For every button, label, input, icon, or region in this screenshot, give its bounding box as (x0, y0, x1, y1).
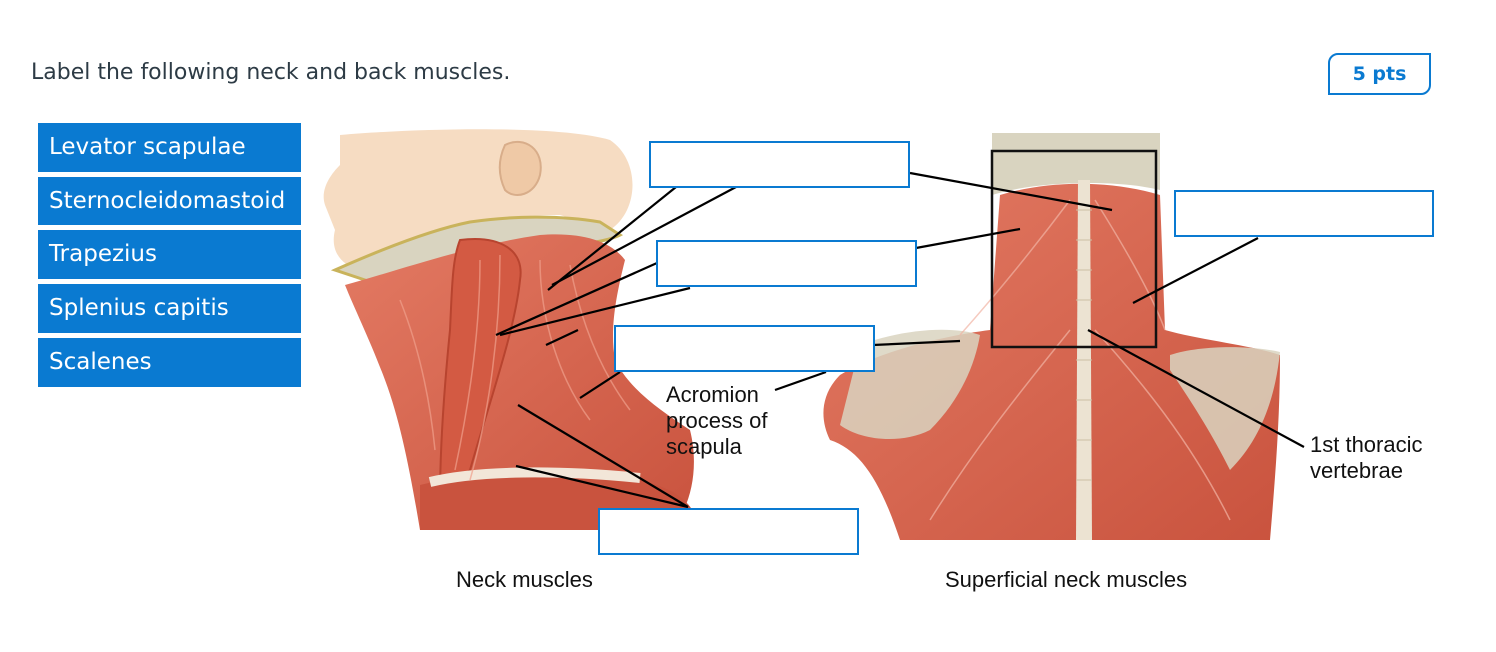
points-badge: 5 pts (1328, 53, 1431, 95)
drop-zone-1[interactable] (649, 141, 910, 188)
thoracic-label-line-1: 1st thoracic (1310, 432, 1423, 457)
leader-lines (495, 171, 1305, 509)
neck-muscles-caption: Neck muscles (456, 567, 593, 592)
thoracic-label-line-2: vertebrae (1310, 458, 1403, 483)
word-bank-item-sternocleidomastoid[interactable]: Sternocleidomastoid (38, 177, 301, 225)
superficial-neck-muscles-figure (823, 133, 1280, 540)
word-bank-item-levator-scapulae[interactable]: Levator scapulae (38, 123, 301, 172)
word-bank-item-splenius-capitis[interactable]: Splenius capitis (38, 284, 301, 333)
drop-zone-3[interactable] (614, 325, 875, 372)
drop-zone-2[interactable] (656, 240, 917, 287)
drop-zone-4[interactable] (598, 508, 859, 555)
word-bank-item-scalenes[interactable]: Scalenes (38, 338, 301, 387)
question-prompt: Label the following neck and back muscle… (31, 60, 511, 85)
superficial-neck-muscles-caption: Superficial neck muscles (945, 567, 1188, 592)
acromion-label-line-3: scapula (666, 434, 743, 459)
word-bank: Levator scapulae Sternocleidomastoid Tra… (38, 123, 301, 392)
acromion-label-line-1: Acromion (666, 382, 759, 407)
drop-zone-5[interactable] (1174, 190, 1434, 237)
word-bank-item-trapezius[interactable]: Trapezius (38, 230, 301, 279)
acromion-label-line-2: process of (666, 408, 768, 433)
